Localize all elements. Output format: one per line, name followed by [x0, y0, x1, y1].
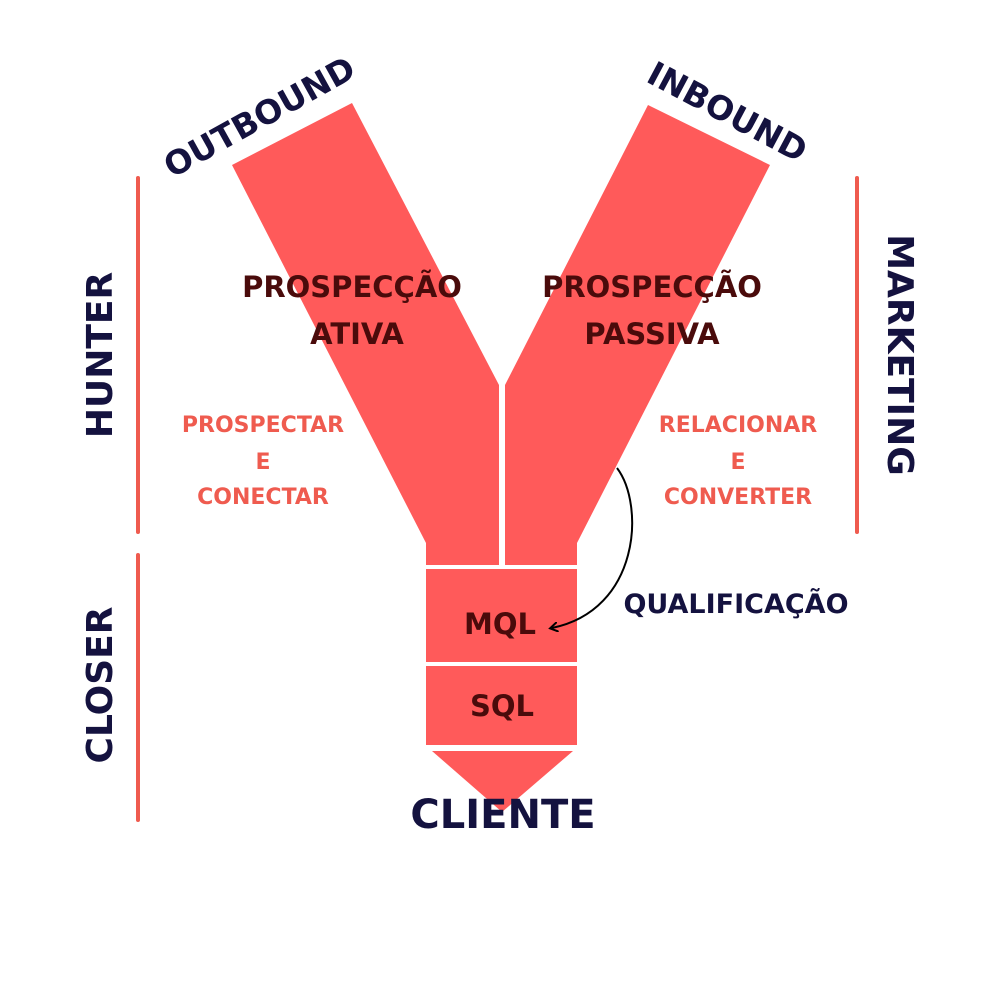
sql-label: SQL [470, 689, 534, 723]
left-action-line3: CONECTAR [197, 485, 329, 510]
hunter-side-label: HUNTER [80, 272, 121, 438]
sql-stage-block [426, 666, 577, 745]
mql-label: MQL [464, 607, 536, 641]
left-funnel-branch [232, 103, 499, 565]
left-action-line2: E [255, 450, 270, 475]
cliente-label: CLIENTE [410, 792, 595, 838]
closer-side-label: CLOSER [80, 607, 121, 764]
marketing-side-label: MARKETING [879, 234, 920, 476]
left-action-line1: PROSPECTAR [182, 413, 344, 438]
funnel-tip [432, 751, 573, 812]
left-branch-title-line1: PROSPECÇÃO [242, 270, 462, 304]
left-branch-title-line2: ATIVA [310, 317, 404, 351]
right-action-line1: RELACIONAR [659, 413, 817, 438]
qualification-label: QUALIFICAÇÃO [623, 588, 848, 620]
right-action-line3: CONVERTER [664, 485, 812, 510]
right-branch-title-line2: PASSIVA [584, 317, 720, 351]
mql-stage-block [426, 569, 577, 662]
right-branch-title-line1: PROSPECÇÃO [542, 270, 762, 304]
right-funnel-branch [505, 105, 770, 565]
qualification-arrow [552, 467, 634, 628]
right-action-line2: E [730, 450, 745, 475]
